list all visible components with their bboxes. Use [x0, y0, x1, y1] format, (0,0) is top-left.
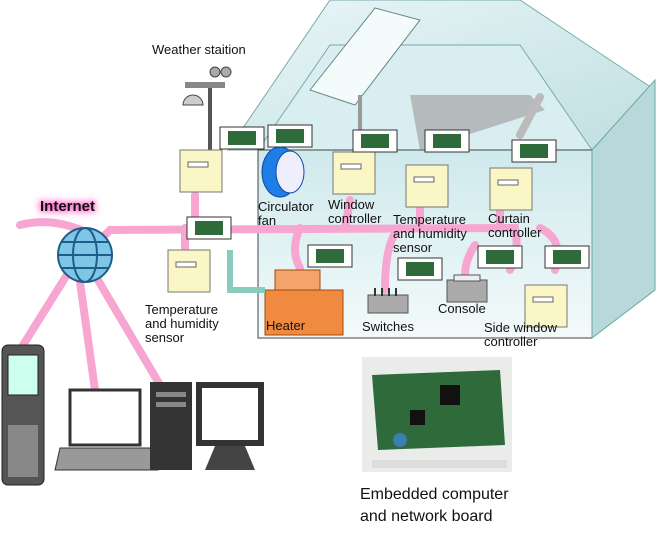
controller-box: [332, 151, 376, 195]
controller-box: [179, 149, 223, 193]
roof-window: [309, 7, 421, 106]
internet-label: Internet: [40, 198, 96, 215]
client-devices: [1, 344, 264, 486]
switches-icon: [367, 288, 409, 314]
board-callouts: [186, 124, 590, 281]
embedded-board-photo: [362, 357, 512, 472]
controller-box: [524, 284, 568, 328]
weather-station-label: Weather staition: [152, 42, 246, 57]
mobile-phone-icon: [1, 344, 45, 486]
controller-boxes: [167, 149, 568, 328]
console-icon: [446, 274, 488, 303]
controller-box: [167, 249, 211, 293]
desktop-tower-icon: [150, 382, 192, 470]
internet-globe-icon: [57, 227, 113, 283]
console-label: Console: [438, 301, 486, 316]
weather-station-icon: [182, 66, 232, 160]
circulator-fan-icon: [261, 146, 305, 198]
heater-icon: [227, 250, 344, 336]
monitor-icon: [196, 382, 264, 470]
controller-box: [405, 164, 449, 208]
switches-label: Switches: [362, 319, 415, 334]
controller-box: [489, 167, 533, 211]
heater-label: Heater: [266, 318, 306, 333]
laptop-icon: [54, 388, 159, 471]
